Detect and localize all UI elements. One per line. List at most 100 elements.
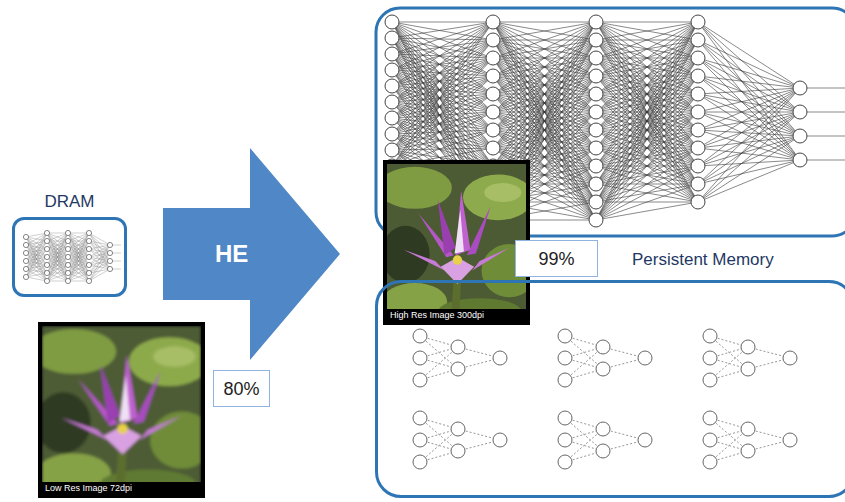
network-link bbox=[26, 233, 47, 253]
neuron bbox=[413, 329, 427, 343]
network-link bbox=[596, 22, 698, 94]
network-link bbox=[47, 257, 68, 281]
neuron bbox=[44, 278, 49, 283]
image-caption: High Res Image 300dpi bbox=[387, 309, 526, 321]
neuron bbox=[486, 33, 500, 47]
network-link bbox=[47, 241, 68, 281]
dram-box: DRAM bbox=[12, 217, 127, 297]
neuron bbox=[741, 340, 755, 354]
neuron bbox=[596, 340, 610, 354]
neuron bbox=[558, 351, 572, 365]
network-link bbox=[68, 233, 89, 257]
network-link bbox=[68, 281, 89, 282]
small-network bbox=[703, 411, 797, 469]
neuron bbox=[691, 159, 705, 173]
photo-illustration bbox=[387, 164, 526, 321]
network-link bbox=[47, 249, 68, 281]
water-lily-photo bbox=[387, 164, 526, 321]
network-link bbox=[26, 253, 47, 281]
neuron bbox=[741, 444, 755, 458]
network-link bbox=[596, 58, 698, 220]
network-link bbox=[698, 112, 800, 184]
network-link bbox=[698, 88, 800, 202]
network-link bbox=[698, 160, 800, 202]
image-caption: Low Res Image 72dpi bbox=[42, 482, 201, 494]
network-link bbox=[68, 233, 89, 273]
network-link bbox=[392, 22, 493, 150]
network-link bbox=[26, 249, 47, 277]
network-link bbox=[68, 249, 89, 281]
neuron bbox=[558, 411, 572, 425]
neuron bbox=[86, 270, 91, 275]
network-link bbox=[68, 265, 89, 281]
neuron bbox=[638, 433, 652, 447]
neuron bbox=[486, 15, 500, 29]
network-link bbox=[596, 184, 698, 220]
network-link bbox=[596, 22, 698, 148]
network-link bbox=[68, 233, 89, 273]
network-link bbox=[89, 245, 110, 265]
network-link bbox=[698, 88, 800, 166]
neuron bbox=[107, 242, 112, 247]
neuron bbox=[86, 262, 91, 267]
neuron bbox=[86, 238, 91, 243]
network-link bbox=[493, 22, 596, 166]
network-link bbox=[565, 347, 603, 380]
network-link bbox=[392, 22, 493, 134]
neuron bbox=[558, 433, 572, 447]
network-link bbox=[596, 22, 698, 58]
neuron bbox=[385, 95, 399, 109]
network-link bbox=[698, 76, 800, 88]
neuron bbox=[486, 51, 500, 65]
neuron bbox=[596, 444, 610, 458]
network-link bbox=[493, 22, 596, 40]
arrow-outline bbox=[163, 148, 340, 360]
network-link bbox=[47, 273, 68, 281]
network-link bbox=[596, 22, 698, 40]
neuron bbox=[638, 351, 652, 365]
network-link bbox=[392, 22, 493, 166]
network-link bbox=[392, 58, 493, 150]
network-link bbox=[26, 257, 47, 277]
network-link bbox=[698, 88, 800, 184]
arrow-shape bbox=[163, 148, 340, 360]
network-link bbox=[68, 233, 89, 249]
neuron bbox=[385, 79, 399, 93]
neuron bbox=[44, 230, 49, 235]
neuron bbox=[691, 141, 705, 155]
small-network bbox=[413, 329, 507, 387]
neuron bbox=[451, 362, 465, 376]
neuron bbox=[44, 270, 49, 275]
network-link bbox=[26, 233, 47, 269]
neuron bbox=[596, 362, 610, 376]
neuron bbox=[486, 87, 500, 101]
network-link bbox=[493, 22, 596, 40]
neuron bbox=[741, 362, 755, 376]
network-link bbox=[47, 233, 68, 257]
network-link bbox=[89, 233, 110, 261]
neuron bbox=[703, 455, 717, 469]
neuron bbox=[413, 411, 427, 425]
neuron bbox=[793, 129, 807, 143]
network-link bbox=[596, 22, 698, 23]
neuron bbox=[44, 246, 49, 251]
neuron bbox=[107, 266, 112, 271]
neuron bbox=[493, 433, 507, 447]
network-link bbox=[89, 269, 110, 281]
network-link bbox=[596, 130, 698, 220]
neuron bbox=[413, 455, 427, 469]
network-link bbox=[47, 233, 68, 265]
network-link bbox=[596, 22, 698, 94]
neuron bbox=[86, 230, 91, 235]
network-link bbox=[698, 160, 800, 166]
network-link bbox=[68, 241, 89, 281]
neuron bbox=[589, 15, 603, 29]
network-link bbox=[392, 58, 493, 166]
neuron bbox=[793, 81, 807, 95]
network-link bbox=[596, 22, 698, 166]
neuron bbox=[65, 254, 70, 259]
network-link bbox=[47, 233, 68, 257]
neuron bbox=[493, 351, 507, 365]
network-link bbox=[698, 136, 800, 166]
